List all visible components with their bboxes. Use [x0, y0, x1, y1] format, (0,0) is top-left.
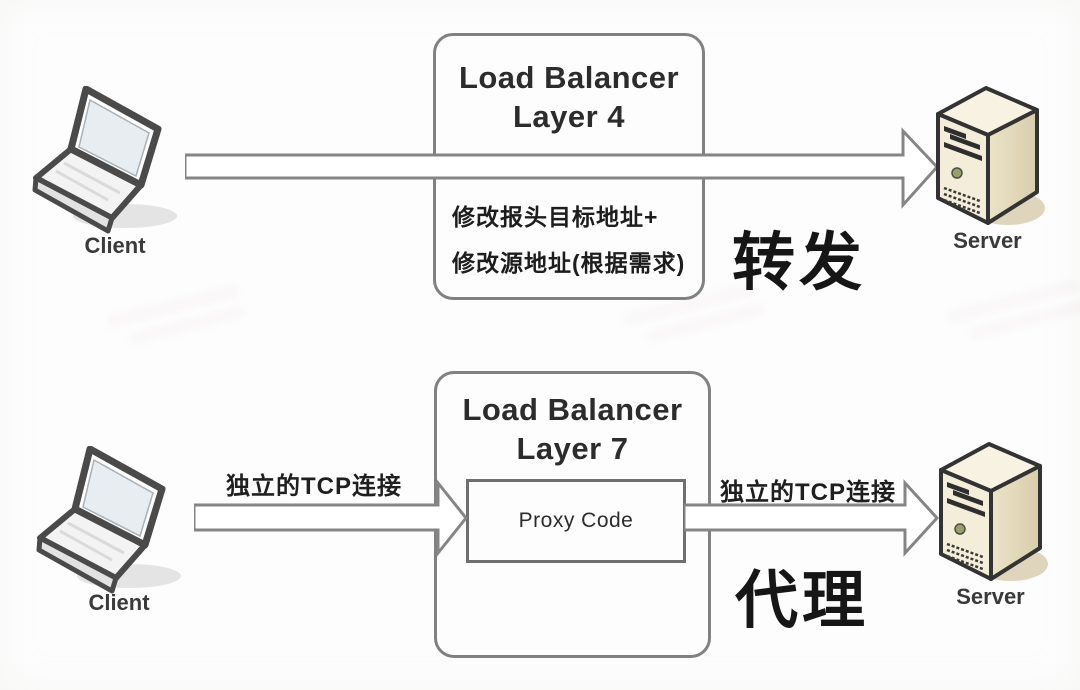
client-label-top: Client — [84, 233, 146, 258]
client-to-proxy-arrow-icon — [194, 478, 468, 558]
tcp-connection-label-right: 独立的TCP连接 — [720, 479, 896, 506]
client-laptop-icon — [36, 446, 181, 594]
proxy-code-label: Proxy Code — [518, 509, 634, 532]
server-label-bottom: Server — [956, 584, 1025, 609]
client-laptop-icon — [32, 86, 177, 234]
layer4-title-line2: Layer 4 — [512, 99, 626, 134]
mode-label-proxy: 代理 — [735, 566, 869, 636]
server-tower-icon — [936, 86, 1045, 225]
server-label-top: Server — [953, 228, 1022, 253]
layer4-note-line2: 修改源地址(根据需求) — [452, 250, 686, 276]
layer7-title-line1: Load Balancer — [462, 392, 683, 427]
watermark-smudge — [945, 278, 1080, 325]
mode-label-forwarding: 转发 — [732, 228, 866, 298]
server-tower-icon — [939, 442, 1048, 581]
client-label-bottom: Client — [88, 590, 150, 615]
tcp-connection-label-left: 独立的TCP连接 — [226, 473, 402, 500]
layer4-title-line1: Load Balancer — [458, 60, 680, 95]
layer7-title-line2: Layer 7 — [516, 431, 629, 466]
layer4-note-line1: 修改报头目标地址+ — [452, 204, 659, 230]
forward-arrow-icon — [185, 127, 940, 209]
proxy-to-server-arrow-icon — [684, 479, 940, 557]
watermark-smudge — [105, 283, 240, 330]
proxy-code-box: Proxy Code — [466, 479, 686, 563]
